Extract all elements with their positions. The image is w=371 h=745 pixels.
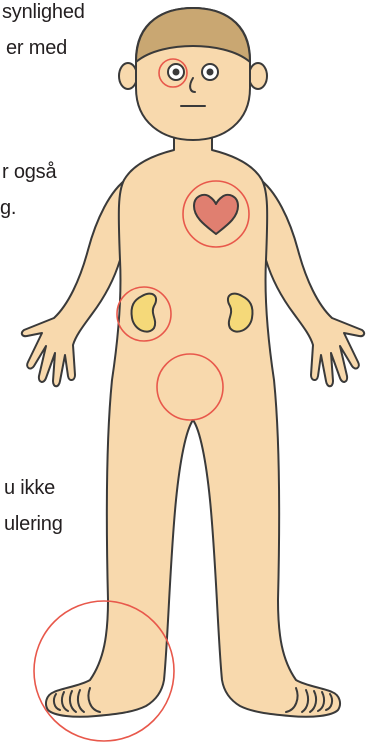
right-ear (249, 63, 267, 89)
torso-and-legs (46, 130, 340, 717)
right-arm (258, 178, 364, 386)
left-ear (119, 63, 137, 89)
left-arm (22, 178, 128, 386)
